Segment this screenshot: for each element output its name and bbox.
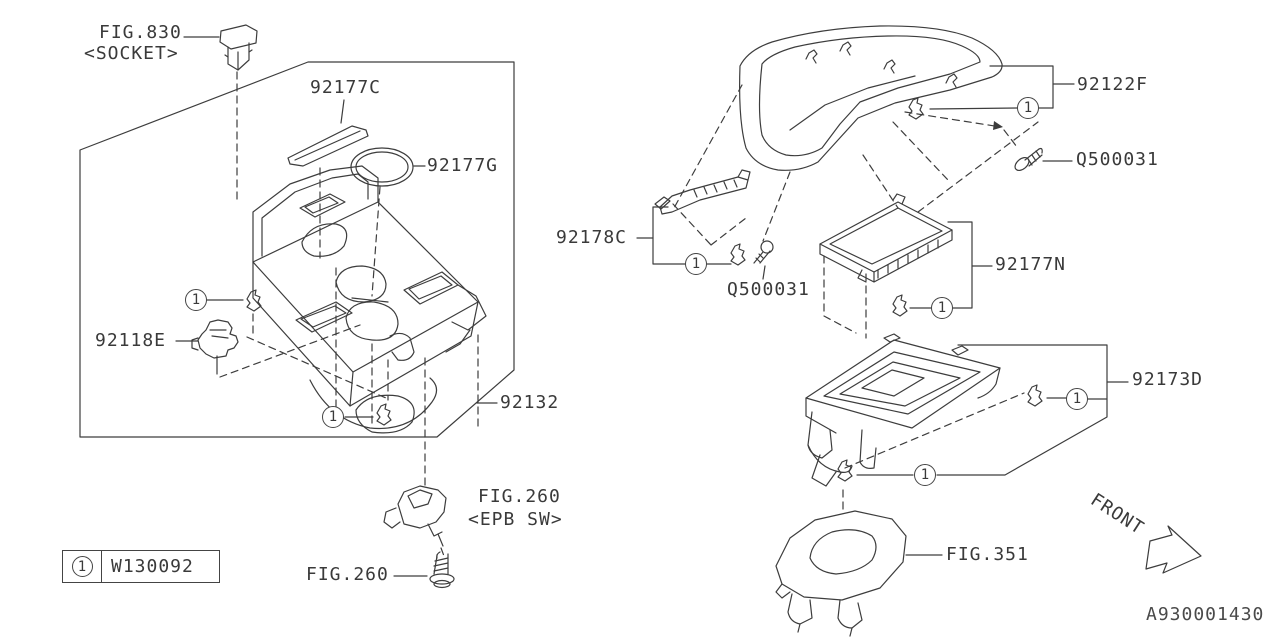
callout-1-box-clip-right[interactable]: 1	[1066, 388, 1088, 410]
label-92177G[interactable]: 92177G	[427, 155, 499, 176]
label-fig260-screw[interactable]: FIG.260	[306, 564, 389, 585]
label-92122F[interactable]: 92122F	[1077, 74, 1149, 95]
strip-part-drawing-92177C	[287, 125, 369, 167]
label-socket: <SOCKET>	[84, 43, 179, 64]
label-92118E[interactable]: 92118E	[95, 330, 167, 351]
label-q500031-mid[interactable]: Q500031	[727, 279, 810, 300]
screw-drawing-fig260	[429, 551, 455, 589]
callout-1-lid-clip[interactable]: 1	[1017, 97, 1039, 119]
console-box-drawing-92173D	[805, 333, 1001, 487]
console-panel-drawing	[252, 165, 487, 434]
left-dashed-construction-lines	[219, 71, 479, 557]
bracket-part-drawing-92118E	[191, 319, 239, 359]
label-q500031-top[interactable]: Q500031	[1076, 149, 1159, 170]
dashed-line-arrowhead	[993, 121, 1003, 130]
callout-1-console-clip[interactable]: 1	[185, 289, 207, 311]
legend-callout-1: 1	[71, 556, 93, 577]
label-92132[interactable]: 92132	[500, 392, 560, 413]
tray-part-drawing-92177N	[819, 193, 953, 283]
label-92178C[interactable]: 92178C	[556, 227, 628, 248]
callout-1-bracket-clip[interactable]: 1	[685, 253, 707, 275]
label-92173D[interactable]: 92173D	[1132, 369, 1204, 390]
label-epb-sw: <EPB SW>	[468, 509, 563, 530]
label-92177N[interactable]: 92177N	[995, 254, 1067, 275]
front-direction-arrow-icon	[1145, 525, 1202, 574]
label-fig260-epb[interactable]: FIG.260	[478, 486, 561, 507]
ring-part-drawing-92177G	[350, 147, 414, 187]
right-dashed-construction-lines	[672, 84, 1039, 513]
label-fig351[interactable]: FIG.351	[946, 544, 1029, 565]
left-leader-lines	[175, 36, 498, 577]
legend-part-code[interactable]: W130092	[101, 551, 219, 582]
armrest-base-drawing-fig351	[775, 510, 907, 637]
label-92177C[interactable]: 92177C	[310, 77, 382, 98]
console-lid-drawing-92122F	[739, 25, 1003, 171]
legend-symbol-cell: 1	[63, 551, 101, 582]
screw-drawing-q500031-top	[1014, 147, 1043, 172]
assembly-boundary-box-92132	[79, 61, 515, 438]
callout-1-tray-clip[interactable]: 1	[931, 297, 953, 319]
label-fig830[interactable]: FIG.830	[99, 22, 182, 43]
callout-1-box-clip-bottom[interactable]: 1	[914, 464, 936, 486]
epb-switch-drawing	[383, 485, 447, 547]
socket-part-drawing	[219, 24, 258, 71]
right-leader-and-bracket-lines	[636, 65, 1129, 556]
callout-1-console-clip-2[interactable]: 1	[322, 406, 344, 428]
legend-box: 1 W130092	[62, 550, 220, 583]
bracket-part-drawing-92178C	[654, 169, 751, 215]
screw-drawing-q500031-mid	[753, 240, 774, 264]
document-code: A930001430	[1146, 604, 1265, 625]
